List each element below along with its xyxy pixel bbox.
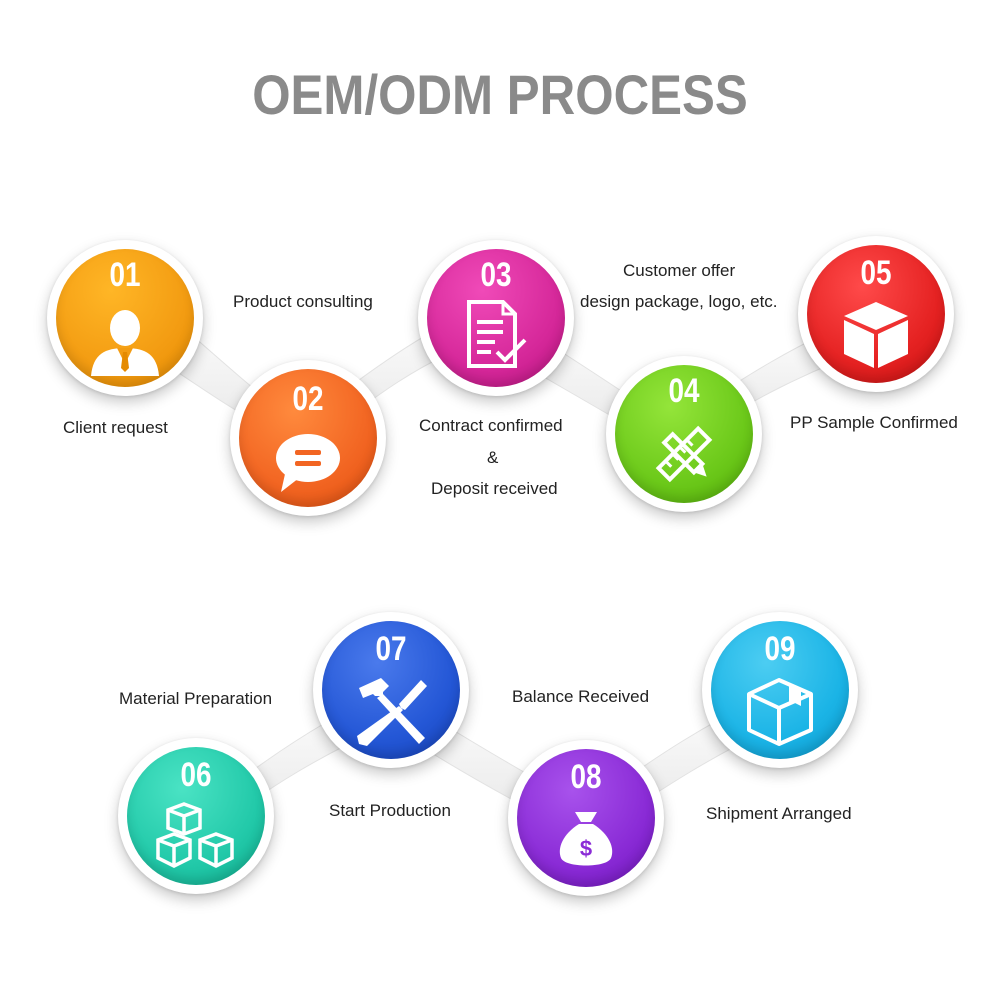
step-04: 04: [606, 356, 762, 512]
boxes-icon: [156, 802, 234, 868]
step-06-label: Material Preparation: [119, 689, 273, 708]
step-06-disc: [127, 747, 265, 885]
step-04-label-line1: Customer offer: [623, 261, 736, 280]
page-title: OEM/ODM PROCESS: [252, 63, 748, 126]
step-01: 01: [47, 240, 203, 396]
svg-text:$: $: [580, 836, 592, 861]
step-09-label: Shipment Arranged: [706, 804, 852, 823]
step-05-number: 05: [860, 254, 892, 292]
step-03-label-line3: Deposit received: [431, 479, 558, 498]
step-04-disc: [615, 365, 753, 503]
step-03: 03: [418, 240, 574, 396]
step-08: 08 $: [508, 740, 664, 896]
step-05: 05: [798, 236, 954, 392]
document-check-icon: [467, 300, 527, 368]
hammer-screwdriver-icon: [357, 678, 427, 746]
cube-icon: [844, 302, 908, 368]
money-bag-icon: $: [559, 812, 613, 866]
step-02: 02: [230, 360, 386, 516]
step-03-number: 03: [480, 256, 512, 294]
step-03-label-line1: Contract confirmed: [419, 416, 563, 435]
package-icon: [747, 678, 813, 746]
pencil-ruler-icon: [655, 425, 713, 483]
step-03-label-line2: &: [487, 448, 499, 467]
step-09-number: 09: [764, 630, 796, 668]
step-02-number: 02: [292, 380, 324, 418]
step-06-number: 06: [180, 756, 212, 794]
person-icon: [91, 310, 159, 376]
step-07: 07: [313, 612, 469, 768]
step-06: 06: [118, 738, 274, 894]
step-02-label: Product consulting: [233, 292, 373, 311]
step-07-number: 07: [375, 630, 407, 668]
step-04-label-line2: design package, logo, etc.: [580, 292, 778, 311]
step-07-label: Start Production: [329, 801, 451, 820]
step-08-number: 08: [570, 758, 602, 796]
step-05-label: PP Sample Confirmed: [790, 413, 958, 432]
step-01-number: 01: [109, 256, 141, 294]
step-09: 09: [702, 612, 858, 768]
step-08-label: Balance Received: [512, 687, 650, 706]
step-04-number: 04: [668, 372, 700, 410]
step-07-disc: [322, 621, 460, 759]
step-01-label: Client request: [63, 418, 168, 437]
chat-bubble-icon: [276, 434, 340, 492]
